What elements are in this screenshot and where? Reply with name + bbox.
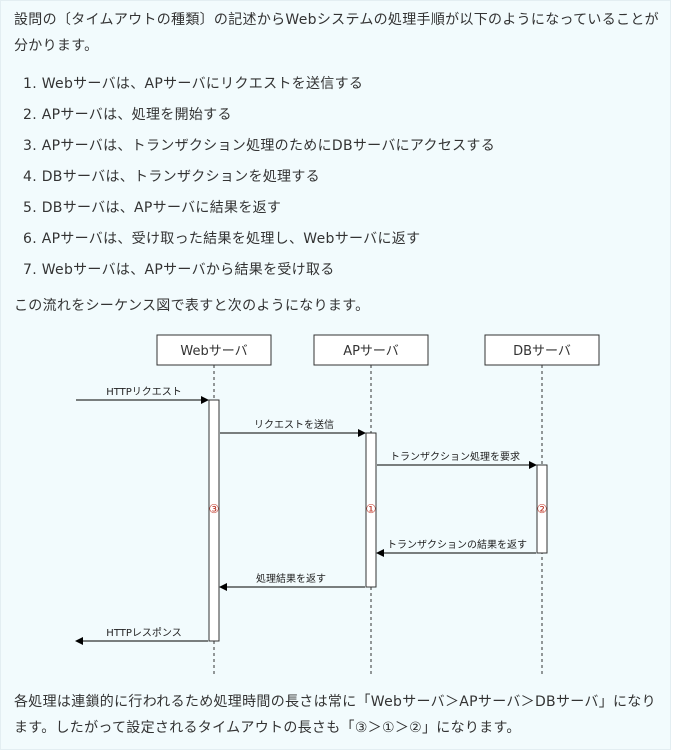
message-http-response-label: HTTPレスポンス	[106, 627, 181, 639]
flow-intro-text: この流れをシーケンス図で表すと次のようになります。	[14, 298, 370, 314]
process-step: 5. DBサーバは、APサーバに結果を返す	[23, 200, 282, 216]
activation-ap-label: ①	[366, 502, 377, 516]
participant-web-label: Webサーバ	[180, 344, 247, 359]
process-step: 2. APサーバは、処理を開始する	[23, 107, 232, 123]
sequence-diagram: Webサーバ APサーバ DBサーバ HTTPリクエスト リクエストを送信 トラ…	[75, 334, 600, 677]
participant-db: DBサーバ	[484, 334, 600, 366]
process-step: 1. Webサーバは、APサーバにリクエストを送信する	[23, 76, 364, 92]
message-tx-request-label: トランザクション処理を要求	[390, 450, 520, 463]
participant-db-label: DBサーバ	[513, 344, 571, 359]
activation-web	[208, 399, 220, 642]
activation-web-label: ③	[209, 502, 220, 516]
participant-web: Webサーバ	[156, 334, 272, 366]
participant-ap: APサーバ	[313, 334, 429, 366]
activation-ap	[365, 432, 377, 588]
process-steps-list: 1. Webサーバは、APサーバにリクエストを送信する 2. APサーバは、処理…	[23, 69, 663, 286]
process-step: 6. APサーバは、受け取った結果を処理し、Webサーバに返す	[23, 231, 421, 247]
process-step: 7. Webサーバは、APサーバから結果を受け取る	[23, 262, 335, 278]
activation-db-label: ②	[537, 502, 548, 516]
conclusion-text: 各処理は連鎖的に行われるため処理時間の長さは常に「Webサーバ＞APサーバ＞DB…	[14, 694, 656, 736]
message-http-request-label: HTTPリクエスト	[106, 386, 182, 398]
activation-db	[536, 464, 548, 554]
message-send-request-label: リクエストを送信	[254, 418, 334, 431]
participant-ap-label: APサーバ	[343, 344, 399, 359]
intro-text: 設問の〔タイムアウトの種類〕の記述からWebシステムの処理手順が以下のようになっ…	[14, 12, 659, 54]
message-return-result-label: 処理結果を返す	[256, 572, 326, 585]
process-step: 4. DBサーバは、トランザクションを処理する	[23, 169, 320, 185]
process-step: 3. APサーバは、トランザクション処理のためにDBサーバにアクセスする	[23, 138, 496, 154]
message-tx-result-label: トランザクションの結果を返す	[387, 538, 527, 551]
